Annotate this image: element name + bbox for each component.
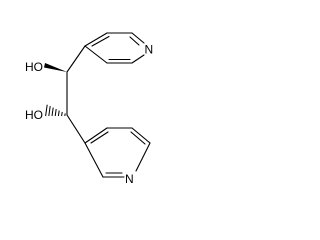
upper-ring-bond-c2-n [131, 32, 145, 44]
lower-ring-double-bond-2 [130, 131, 146, 145]
lower-ring-bond-c4-c3 [84, 127, 108, 144]
lower-ring-bond-c5-c4 [84, 142, 104, 178]
upper-ring-double-bond-2 [129, 36, 140, 46]
upper-ring-bond-c4-c3 [84, 32, 108, 47]
upper-ring-bond-n-c6 [131, 54, 145, 64]
lower-ring-bond-c2-c1 [131, 127, 151, 144]
lower-hash-bond [45, 104, 66, 117]
lower-ring-double-bond-1 [90, 131, 109, 144]
lower-ring-bond-c1-n [135, 142, 151, 172]
lower-hydroxyl-label: HO [25, 108, 43, 122]
upper-hydroxyl-label: HO [25, 60, 43, 74]
upper-ring-double-bond-1 [91, 35, 110, 47]
lower-pyridine-ring: N [84, 127, 151, 186]
lower-pyridine-nitrogen-label: N [125, 172, 134, 186]
bond-upper-carbon-to-ring [66, 45, 86, 73]
molecule-structure: N HO HO N [25, 32, 154, 186]
bond-lower-carbon-to-ring [66, 114, 86, 144]
upper-wedge-bond [44, 63, 67, 72]
upper-pyridine-ring: N [84, 32, 154, 64]
upper-pyridine-nitrogen-label: N [145, 43, 154, 57]
diol-backbone: HO HO [25, 45, 86, 144]
upper-ring-bond-c5-c4 [84, 45, 108, 64]
